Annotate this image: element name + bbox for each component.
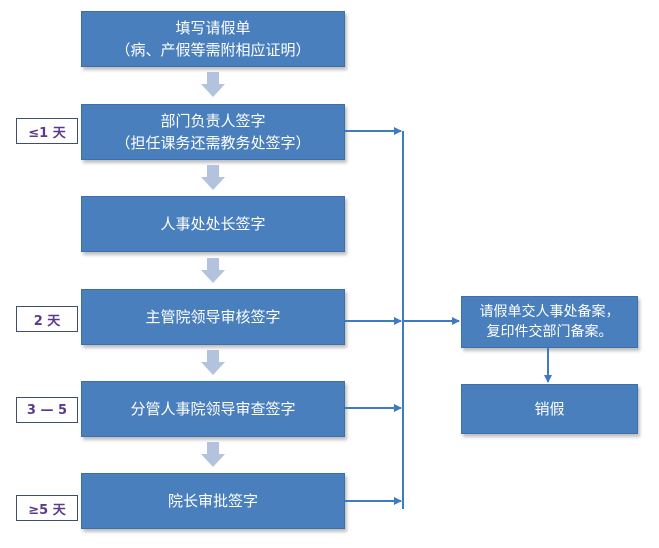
step-hr-leader-review: 分管人事院领导审查签字 <box>81 381 345 437</box>
cancel-leave-box: 销假 <box>461 384 638 434</box>
duration-label-three-to-five: 3 — 5 <box>16 397 78 423</box>
step-fill-form-note: （病、产假等需附相应证明） <box>115 41 311 59</box>
step-hr-director-sign: 人事处处长签字 <box>81 196 345 252</box>
down-arrow-icon <box>201 442 225 468</box>
filing-box: 请假单交人事处备案， 复印件交部门备案。 <box>461 296 638 348</box>
step-president-approve: 院长审批签字 <box>81 473 345 529</box>
duration-label-two-days: 2 天 <box>16 306 78 332</box>
step-fill-form: 填写请假单 （病、产假等需附相应证明） <box>81 11 345 67</box>
step-supervising-leader-review-title: 主管院领导审核签字 <box>145 308 281 326</box>
step-dept-head-sign-title: 部门负责人签字 <box>160 112 266 130</box>
down-arrow-icon <box>201 72 225 98</box>
duration-label-ge-5-days: ≥5 天 <box>16 495 78 521</box>
duration-label-le-1-day: ≤1 天 <box>16 118 78 144</box>
step-supervising-leader-review: 主管院领导审核签字 <box>81 289 345 345</box>
step-dept-head-sign: 部门负责人签字 （担任课务还需教务处签字） <box>81 104 345 160</box>
step-hr-director-sign-title: 人事处处长签字 <box>160 215 266 233</box>
step-president-approve-title: 院长审批签字 <box>167 492 258 510</box>
step-dept-head-sign-note: （担任课务还需教务处签字） <box>115 134 311 152</box>
down-arrow-icon <box>201 258 225 284</box>
duration-label-ge-5-days-text: ≥5 天 <box>28 502 66 518</box>
filing-line-1: 请假单交人事处备案， <box>479 304 620 320</box>
down-arrow-icon <box>201 165 225 191</box>
filing-line-2: 复印件交部门备案。 <box>486 324 613 340</box>
step-fill-form-title: 填写请假单 <box>175 19 251 37</box>
duration-label-three-to-five-text: 3 — 5 <box>26 402 68 418</box>
down-arrow-icon <box>201 350 225 376</box>
duration-label-le-1-day-text: ≤1 天 <box>28 125 66 141</box>
cancel-leave-label: 销假 <box>534 400 565 418</box>
step-hr-leader-review-title: 分管人事院领导审查签字 <box>130 400 296 418</box>
duration-label-two-days-text: 2 天 <box>33 313 61 329</box>
